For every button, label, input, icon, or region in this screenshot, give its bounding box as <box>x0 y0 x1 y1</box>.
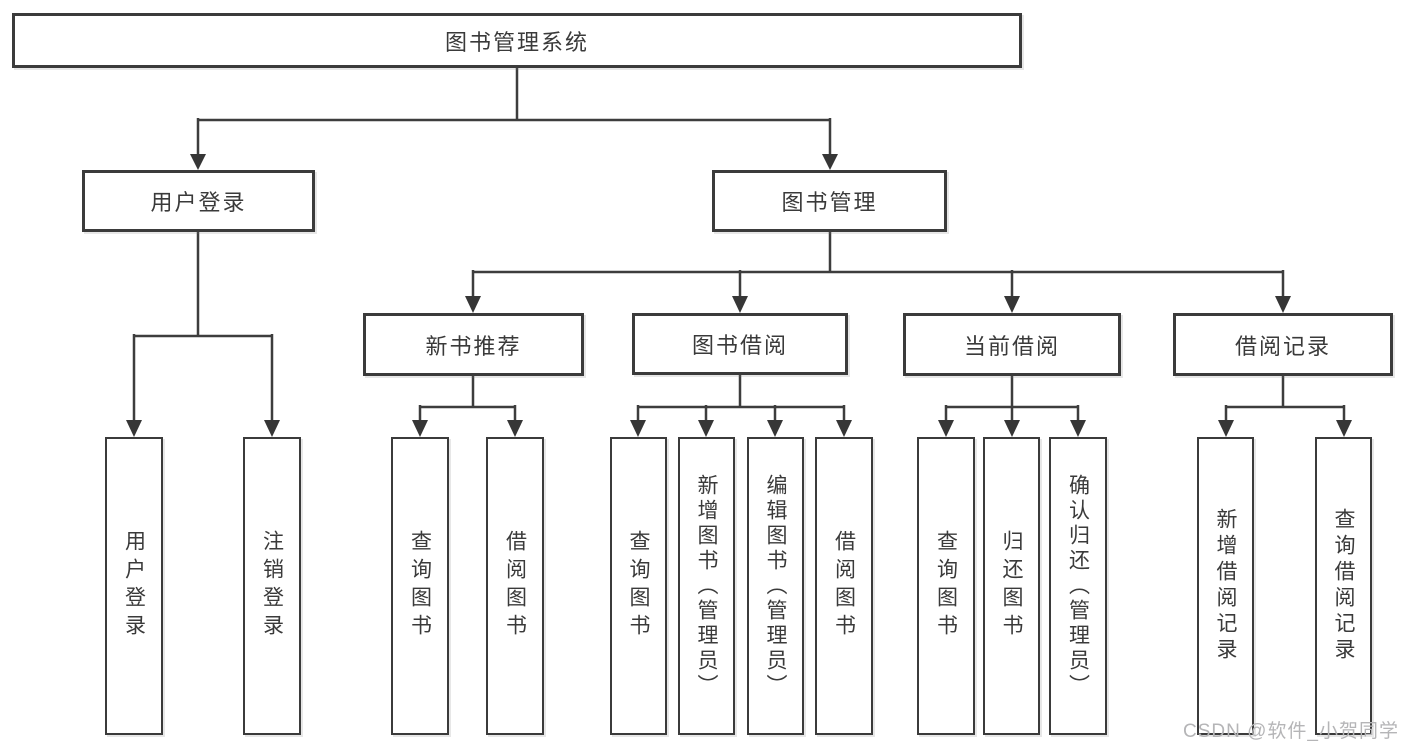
arrowhead <box>1218 420 1234 437</box>
node-leaf-query-record: 查询借阅记录 <box>1315 437 1372 735</box>
arrowhead <box>836 420 852 437</box>
arrowhead <box>767 420 783 437</box>
node-leaf-borrow-book-1: 借阅图书 <box>486 437 544 735</box>
node-label: 用户登录 <box>122 530 146 642</box>
node-leaf-confirm-return: 确认归还（管理员） <box>1049 437 1107 735</box>
node-book-mgmt: 图书管理 <box>712 170 947 232</box>
connector-borrow-record <box>1224 375 1346 422</box>
arrowhead <box>1070 420 1086 437</box>
node-label: 借阅图书 <box>503 530 527 642</box>
node-label: 查询图书 <box>934 530 958 642</box>
node-book-borrow: 图书借阅 <box>632 313 848 375</box>
arrowhead <box>1275 296 1291 313</box>
node-label: 借阅图书 <box>832 530 856 642</box>
node-label: 图书管理 <box>781 190 878 215</box>
node-label: 查询借阅记录 <box>1332 508 1355 664</box>
node-root: 图书管理系统 <box>12 13 1022 68</box>
node-label: 查询图书 <box>627 530 650 642</box>
node-label: 新增借阅记录 <box>1214 508 1237 664</box>
node-leaf-query-book-2: 查询图书 <box>610 437 667 735</box>
node-label: 编辑图书（管理员） <box>764 473 787 699</box>
arrowhead <box>822 154 838 170</box>
node-label: 借阅记录 <box>1234 333 1331 359</box>
node-leaf-edit-book: 编辑图书（管理员） <box>747 437 804 735</box>
connector-book-borrow <box>636 374 846 422</box>
arrowhead <box>732 296 748 313</box>
arrowhead <box>465 296 481 313</box>
connector-current-borrow <box>944 375 1080 422</box>
arrowhead <box>126 420 142 437</box>
connector-new-book-rec <box>418 375 517 422</box>
node-label: 确认归还（管理员） <box>1066 473 1090 699</box>
node-leaf-logout: 注销登录 <box>243 437 301 735</box>
arrowhead <box>1004 420 1020 437</box>
arrowhead <box>507 420 523 437</box>
node-leaf-add-record: 新增借阅记录 <box>1197 437 1254 735</box>
node-borrow-record: 借阅记录 <box>1173 313 1393 376</box>
node-leaf-query-book-3: 查询图书 <box>917 437 975 735</box>
arrowhead <box>264 420 280 437</box>
node-leaf-query-book-1: 查询图书 <box>391 437 449 735</box>
connector-user-login <box>132 231 274 422</box>
node-label: 归还图书 <box>1000 530 1023 642</box>
node-current-borrow: 当前借阅 <box>903 313 1121 376</box>
csdn-watermark: CSDN @软件_小贺同学 <box>1183 721 1399 742</box>
node-user-login: 用户登录 <box>82 170 315 232</box>
node-new-book-rec: 新书推荐 <box>363 313 584 376</box>
node-leaf-add-book: 新增图书（管理员） <box>678 437 735 735</box>
arrowhead <box>938 420 954 437</box>
arrowhead <box>698 420 714 437</box>
node-label: 图书管理系统 <box>444 29 589 55</box>
node-label: 图书借阅 <box>691 333 788 358</box>
node-label: 新书推荐 <box>425 333 522 359</box>
node-leaf-return-book: 归还图书 <box>983 437 1040 735</box>
arrowhead <box>1004 296 1020 313</box>
node-leaf-borrow-book-2: 借阅图书 <box>815 437 873 735</box>
connector-root <box>196 67 832 157</box>
arrowhead <box>190 154 206 170</box>
node-label: 注销登录 <box>260 530 284 642</box>
arrowhead <box>412 420 428 437</box>
node-label: 新增图书（管理员） <box>695 473 718 699</box>
connector-book-mgmt <box>471 231 1285 298</box>
node-label: 当前借阅 <box>963 333 1060 359</box>
arrowhead <box>1336 420 1352 437</box>
node-label: 查询图书 <box>408 530 432 642</box>
node-leaf-user-login: 用户登录 <box>105 437 163 735</box>
arrowhead <box>630 420 646 437</box>
node-label: 用户登录 <box>150 190 247 215</box>
